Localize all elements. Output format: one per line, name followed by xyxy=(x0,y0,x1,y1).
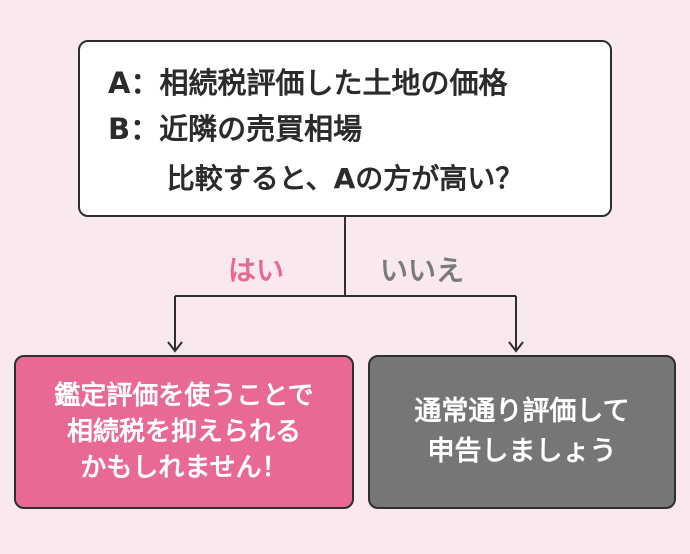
yes-result-box: 鑑定評価を使うことで 相続税を抑えられる かもしれません！ xyxy=(14,355,354,509)
question-box: A：相続税評価した土地の価格 B：近隣の売買相場 比較すると、Aの方が高い？ xyxy=(78,40,612,217)
yes-arrowhead xyxy=(167,341,183,353)
yes-result-line: 相続税を抑えられる xyxy=(66,417,301,447)
no-result-box: 通常通り評価して 申告しましょう xyxy=(368,355,676,509)
definition-b: B：近隣の売買相場 xyxy=(108,112,363,146)
yes-result-line: かもしれません！ xyxy=(80,453,288,483)
no-branch-label: いいえ xyxy=(380,254,465,287)
no-result-line: 通常通り評価して xyxy=(414,396,630,427)
no-result-line: 申告しましょう xyxy=(427,436,617,467)
definition-a: A：相続税評価した土地の価格 xyxy=(108,66,508,100)
comparison-question: 比較すると、Aの方が高い？ xyxy=(166,162,524,195)
yes-result-line: 鑑定評価を使うことで xyxy=(54,381,314,411)
no-arrowhead xyxy=(508,341,524,353)
yes-branch-label: はい xyxy=(228,254,285,287)
